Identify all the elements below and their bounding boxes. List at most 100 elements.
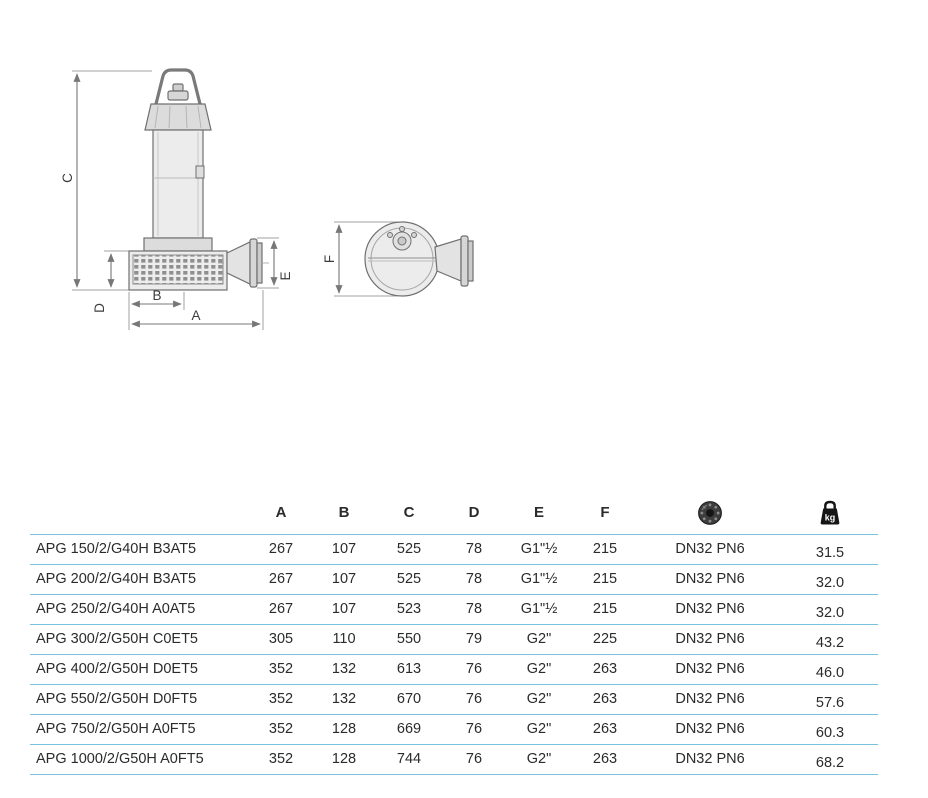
extension-lines — [334, 221, 400, 297]
cell-model: APG 150/2/G40H B3AT5 — [30, 534, 250, 565]
cell-model: APG 1000/2/G50H A0FT5 — [30, 744, 250, 775]
cell-weight: 46.0 — [782, 654, 878, 685]
cell-weight: 57.6 — [782, 684, 878, 715]
pump-handle — [154, 68, 202, 105]
column-header-b: B — [312, 492, 376, 535]
column-header-f: F — [572, 492, 638, 535]
cell-d: 78 — [442, 594, 506, 625]
flange-column-header — [638, 492, 782, 535]
cell-a: 267 — [250, 594, 312, 625]
cell-c: 550 — [376, 624, 442, 655]
cell-flange: DN32 PN6 — [638, 594, 782, 625]
cell-model: APG 750/2/G50H A0FT5 — [30, 714, 250, 745]
cell-weight: 32.0 — [782, 564, 878, 595]
pump-cap — [144, 103, 212, 131]
cell-flange: DN32 PN6 — [638, 684, 782, 715]
cell-a: 267 — [250, 564, 312, 595]
cell-b: 107 — [312, 534, 376, 565]
cell-b: 110 — [312, 624, 376, 655]
cell-f: 263 — [572, 684, 638, 715]
table-header-row: A B C D E F — [30, 492, 878, 535]
pump-top-knob — [172, 83, 184, 92]
cell-b: 128 — [312, 714, 376, 745]
cell-c: 744 — [376, 744, 442, 775]
cell-d: 76 — [442, 744, 506, 775]
pump-lower-flange — [143, 237, 213, 252]
dimensions-table: A B C D E F — [30, 492, 878, 775]
strainer-mesh — [132, 254, 224, 285]
volute-drawing — [364, 221, 474, 297]
dim-label-f: F — [322, 255, 337, 263]
cable-entry — [195, 165, 205, 179]
dimensions-table-section: A B C D E F — [30, 492, 878, 775]
cell-model: APG 550/2/G50H D0FT5 — [30, 684, 250, 715]
weight-column-header: kg — [782, 492, 878, 535]
column-header-d: D — [442, 492, 506, 535]
cell-d: 76 — [442, 714, 506, 745]
cell-d: 76 — [442, 684, 506, 715]
cell-model: APG 200/2/G40H B3AT5 — [30, 564, 250, 595]
pump-body-drawing — [128, 68, 270, 291]
cell-c: 525 — [376, 534, 442, 565]
model-column-header — [30, 492, 250, 535]
cell-weight: 43.2 — [782, 624, 878, 655]
cell-model: APG 400/2/G50H D0ET5 — [30, 654, 250, 685]
cell-b: 128 — [312, 744, 376, 775]
pump-top-view-drawing: F — [322, 221, 474, 297]
cell-f: 263 — [572, 744, 638, 775]
cell-f: 215 — [572, 564, 638, 595]
cell-a: 352 — [250, 714, 312, 745]
cell-f: 215 — [572, 534, 638, 565]
cell-d: 79 — [442, 624, 506, 655]
cell-f: 225 — [572, 624, 638, 655]
cell-a: 267 — [250, 534, 312, 565]
cell-e: G1"½ — [506, 534, 572, 565]
cell-model: APG 300/2/G50H C0ET5 — [30, 624, 250, 655]
weight-icon: kg — [820, 501, 840, 525]
cell-b: 107 — [312, 594, 376, 625]
discharge-cone — [226, 241, 251, 285]
cell-weight: 32.0 — [782, 594, 878, 625]
cell-flange: DN32 PN6 — [638, 714, 782, 745]
cell-weight: 31.5 — [782, 534, 878, 565]
cell-b: 132 — [312, 684, 376, 715]
cell-c: 525 — [376, 564, 442, 595]
cell-c: 613 — [376, 654, 442, 685]
cell-f: 263 — [572, 654, 638, 685]
cell-c: 669 — [376, 714, 442, 745]
extension-lines — [72, 70, 279, 330]
column-header-e: E — [506, 492, 572, 535]
cell-e: G2" — [506, 714, 572, 745]
cell-e: G1"½ — [506, 564, 572, 595]
cell-flange: DN32 PN6 — [638, 624, 782, 655]
dim-label-b: B — [152, 288, 161, 303]
cell-e: G2" — [506, 624, 572, 655]
cell-a: 352 — [250, 684, 312, 715]
dim-label-c: C — [60, 173, 75, 183]
dim-label-d: D — [92, 303, 107, 313]
cell-b: 132 — [312, 654, 376, 685]
cell-model: APG 250/2/G40H A0AT5 — [30, 594, 250, 625]
cell-a: 352 — [250, 654, 312, 685]
cell-c: 523 — [376, 594, 442, 625]
column-header-c: C — [376, 492, 442, 535]
dim-label-a: A — [191, 308, 200, 323]
cell-f: 263 — [572, 714, 638, 745]
cell-flange: DN32 PN6 — [638, 654, 782, 685]
outlet-flange — [460, 235, 469, 287]
cell-flange: DN32 PN6 — [638, 534, 782, 565]
column-header-a: A — [250, 492, 312, 535]
cell-e: G2" — [506, 684, 572, 715]
flange-icon — [698, 500, 722, 525]
dimension-lines — [73, 73, 278, 328]
discharge-flange — [249, 238, 258, 288]
cell-b: 107 — [312, 564, 376, 595]
cell-d: 78 — [442, 564, 506, 595]
